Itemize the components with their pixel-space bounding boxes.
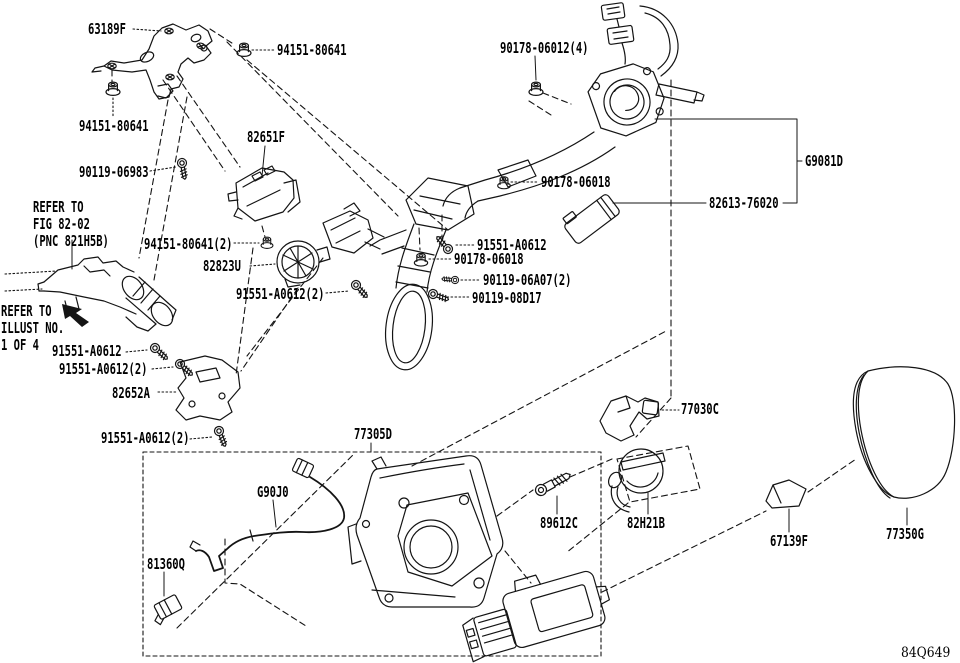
figure-code: 84Q649 bbox=[901, 645, 951, 661]
art-lock-actuator bbox=[462, 570, 611, 663]
leader-lines-dotted bbox=[4, 28, 680, 440]
art-ignition-switch bbox=[322, 202, 385, 254]
part-label-94151-80641-left: 94151-80641 bbox=[79, 117, 149, 135]
part-label-82651F: 82651F bbox=[247, 128, 285, 146]
part-label-90178-06012: 90178-06012(4) bbox=[500, 39, 589, 57]
note-line: ILLUST NO. bbox=[1, 319, 65, 337]
art-part-77030C bbox=[599, 395, 660, 442]
art-wire-G90J0 bbox=[189, 457, 345, 572]
art-part-81360Q bbox=[153, 594, 183, 626]
note-refer-fig-82-02: REFER TO FIG 82-02 (PNC 821H5B) bbox=[33, 199, 109, 250]
art-fuel-cap-82H21B bbox=[607, 448, 666, 513]
part-label-81360Q: 81360Q bbox=[147, 555, 185, 573]
part-label-91551-A0612-2-bot: 91551-A0612(2) bbox=[101, 429, 190, 447]
part-label-63189F: 63189F bbox=[88, 20, 126, 38]
art-part-67139F bbox=[765, 479, 807, 509]
art-bracket-63189F bbox=[91, 23, 213, 100]
art-part-82652A bbox=[175, 355, 241, 421]
part-label-90178-06018-center: 90178-06018 bbox=[454, 250, 524, 268]
note-line: REFER TO bbox=[1, 302, 52, 320]
art-part-82613-76020 bbox=[562, 194, 620, 244]
construction-lines-dashed bbox=[111, 28, 857, 629]
part-label-67139F: 67139F bbox=[770, 532, 808, 550]
leader-lines-solid bbox=[71, 55, 908, 597]
art-fuel-lid-77350G bbox=[852, 366, 956, 499]
note-line: FIG 82-02 bbox=[33, 215, 90, 233]
note-line: (PNC 821H5B) bbox=[33, 232, 109, 250]
note-refer-illust: REFER TO ILLUST NO. 1 OF 4 bbox=[1, 303, 64, 354]
note-line: 1 OF 4 bbox=[1, 336, 39, 354]
art-part-82823U bbox=[276, 240, 331, 288]
part-label-94151-80641-top: 94151-80641 bbox=[277, 41, 347, 59]
part-label-91551-A0612-left: 91551-A0612 bbox=[52, 342, 122, 360]
part-label-91551-A0612-2-left: 91551-A0612(2) bbox=[59, 360, 148, 378]
art-column-assembly bbox=[369, 2, 705, 371]
part-label-91551-A0612-2-mid: 91551-A0612(2) bbox=[236, 285, 325, 303]
part-label-77030C: 77030C bbox=[681, 400, 719, 418]
art-part-89612C bbox=[534, 472, 571, 497]
part-label-90119-06983: 90119-06983 bbox=[79, 163, 149, 181]
part-label-82613-76020: 82613-76020 bbox=[709, 194, 779, 212]
art-fuel-opening-panel bbox=[347, 455, 504, 608]
part-label-77305D: 77305D bbox=[354, 425, 392, 443]
part-label-G9081D: G9081D bbox=[805, 152, 843, 170]
part-label-82652A: 82652A bbox=[112, 384, 150, 402]
part-label-94151-80641-2: 94151-80641(2) bbox=[144, 235, 233, 253]
refer-arrow-icon bbox=[62, 304, 89, 327]
group-box-77305D bbox=[142, 451, 602, 657]
part-label-90178-06018-upper: 90178-06018 bbox=[541, 173, 611, 191]
art-part-82651F bbox=[227, 165, 301, 222]
part-label-82823U: 82823U bbox=[203, 257, 241, 275]
art-assembly-fig82-02 bbox=[37, 256, 177, 332]
part-label-89612C: 89612C bbox=[540, 514, 578, 532]
part-label-90119-08D17: 90119-08D17 bbox=[472, 289, 542, 307]
note-line: REFER TO bbox=[33, 198, 84, 216]
part-label-77350G: 77350G bbox=[886, 525, 924, 543]
part-label-91551-A0612-center: 91551-A0612 bbox=[477, 236, 547, 254]
part-label-90119-06A07-2: 90119-06A07(2) bbox=[483, 271, 572, 289]
part-label-82H21B: 82H21B bbox=[627, 514, 665, 532]
part-label-G90J0: G90J0 bbox=[257, 483, 289, 501]
